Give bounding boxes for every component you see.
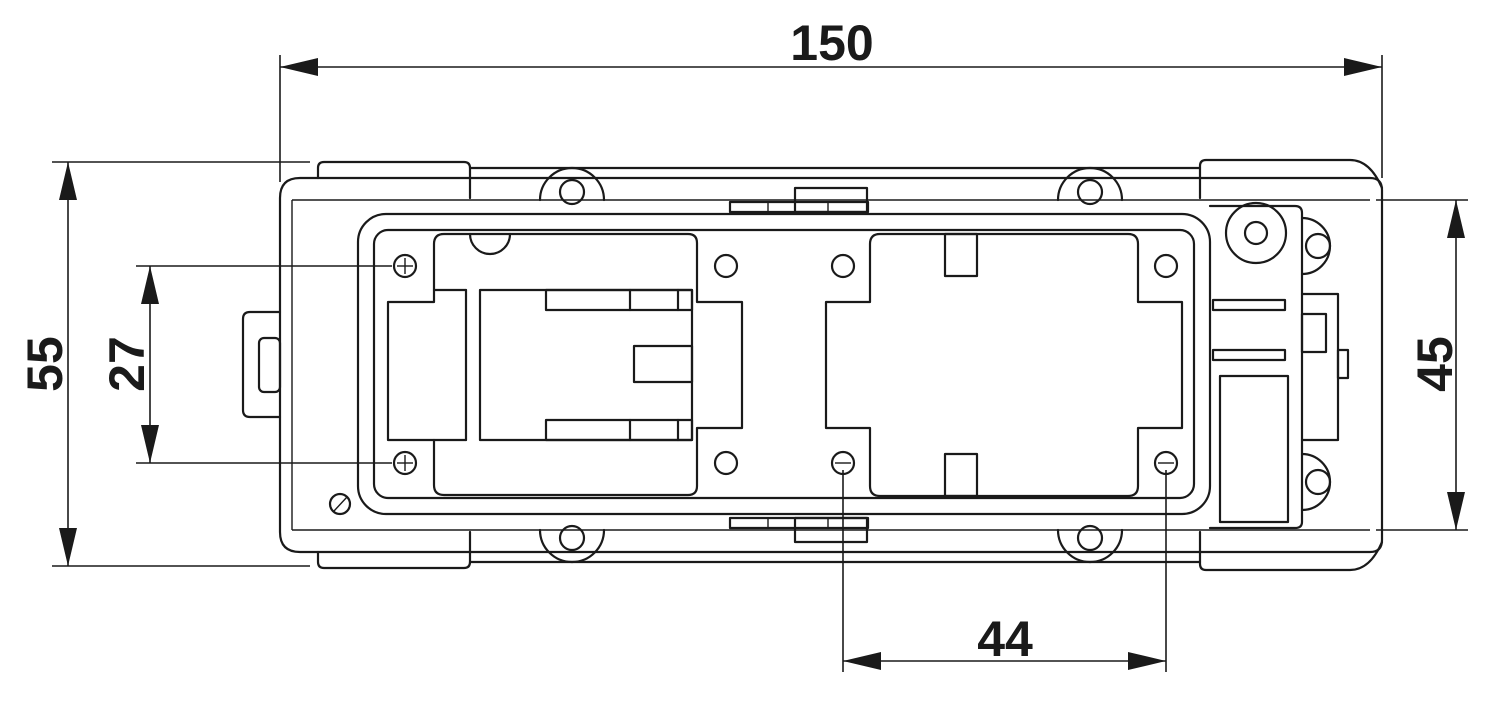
dimension-44-label: 44	[977, 611, 1033, 667]
inner-frame	[356, 212, 1212, 516]
dimension-27: 27	[99, 265, 392, 464]
left-insert	[386, 232, 744, 497]
screw-holes	[392, 253, 1179, 476]
dimension-45: 45	[1376, 199, 1468, 531]
right-side-block	[1208, 201, 1350, 530]
dimension-45-label: 45	[1407, 336, 1463, 392]
dimension-150-label: 150	[790, 15, 873, 71]
dimension-150: 150	[279, 15, 1383, 182]
right-insert	[824, 232, 1184, 498]
mounting-bosses	[538, 166, 1124, 564]
dimension-44: 44	[842, 470, 1167, 672]
dimension-55-label: 55	[17, 336, 73, 392]
dimension-27-label: 27	[99, 336, 155, 392]
latches	[728, 186, 870, 544]
left-clip	[241, 310, 352, 516]
housing-outline	[278, 158, 1384, 572]
dimension-55: 55	[17, 161, 310, 567]
